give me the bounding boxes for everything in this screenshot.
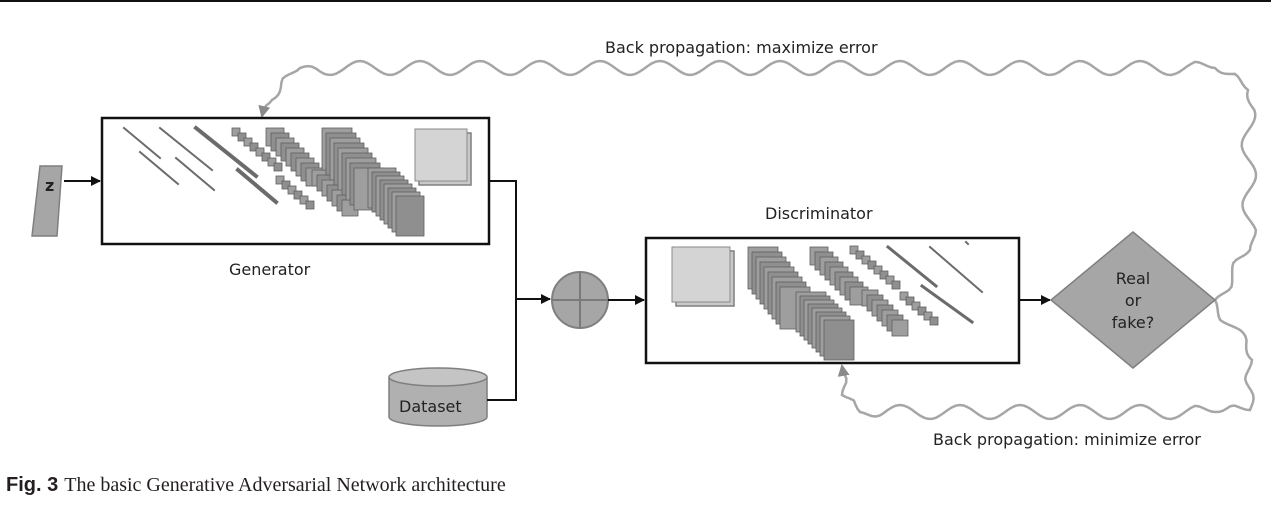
- maximize-error-label: Back propagation: maximize error: [605, 38, 878, 57]
- discriminator-input-sample: [671, 246, 735, 307]
- disc-layer-4: [861, 289, 909, 337]
- disc-layer-5: [849, 245, 901, 290]
- dataset-cylinder: [388, 367, 488, 427]
- gen-layer-1: [122, 126, 162, 160]
- disc-layer-3: [809, 246, 869, 306]
- figure-number: Fig. 3: [6, 474, 59, 496]
- dataset-connector: [487, 299, 517, 401]
- gen-layer-2: [138, 150, 180, 186]
- generator-layers: [122, 125, 472, 237]
- gen-layer-9: [265, 127, 325, 187]
- gen-layer-12: [367, 167, 425, 237]
- disc-layer-9: [928, 245, 984, 294]
- minimize-error-feedback-path: [837, 299, 1255, 421]
- combiner-node: [551, 271, 609, 329]
- gen-layer-11: [321, 127, 385, 211]
- decision-line-1: Real: [1116, 269, 1151, 288]
- generator-label: Generator: [229, 260, 311, 279]
- real-or-fake-decision: [1049, 231, 1217, 369]
- dataset-label: Dataset: [399, 397, 462, 416]
- generator-output-connector: [489, 180, 551, 304]
- gen-layer-3: [158, 126, 214, 172]
- gen-layer-6: [235, 167, 279, 205]
- generator-output-sample: [414, 128, 472, 186]
- maximize-error-feedback-path: [258, 59, 1258, 301]
- gen-layer-8: [275, 175, 315, 210]
- disc-layer-8: [919, 283, 975, 325]
- discriminator-label: Discriminator: [765, 204, 873, 223]
- figure-caption-text: The basic Generative Adversarial Network…: [64, 474, 506, 496]
- disc-layer-10: [964, 240, 970, 246]
- noise-input-z: [31, 165, 63, 237]
- decision-line-3: fake?: [1112, 313, 1154, 332]
- decision-line-2: or: [1125, 291, 1142, 310]
- noise-label: z: [45, 176, 54, 195]
- minimize-error-label: Back propagation: minimize error: [933, 430, 1201, 449]
- disc-layer-2: [795, 291, 855, 361]
- gen-layer-4: [174, 156, 216, 192]
- gen-layer-5: [193, 125, 259, 179]
- disc-layer-6: [899, 291, 939, 326]
- disc-layer-7: [885, 244, 939, 289]
- gen-layer-7: [231, 127, 283, 172]
- discriminator-layers: [671, 240, 984, 361]
